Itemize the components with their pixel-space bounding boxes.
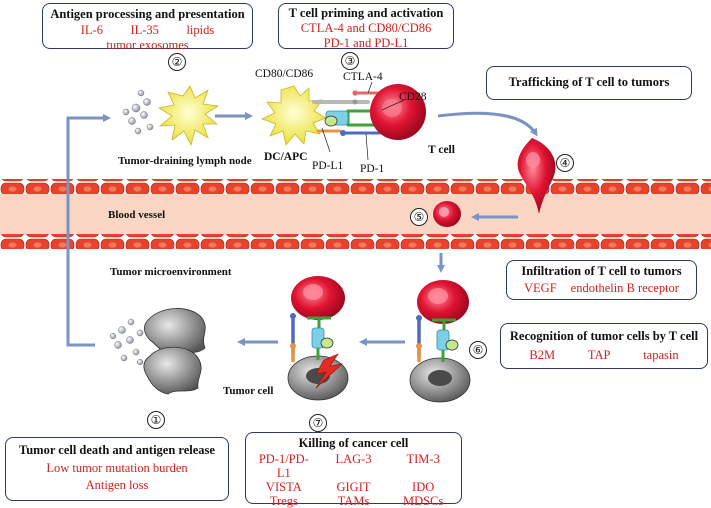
label-cd80-cd86: CD80/CD86 — [255, 68, 314, 80]
factor-item: PD-1 and PD-L1 — [323, 36, 409, 50]
box-title: Trafficking of T cell to tumors — [508, 75, 670, 89]
label-t-cell: T cell — [428, 144, 455, 156]
box-title: Antigen processing and presentation — [50, 7, 245, 21]
blood-vessel — [0, 179, 711, 249]
step-number-1: ① — [147, 411, 165, 429]
factor-item: LAG-3 — [335, 452, 372, 466]
label-cd28: CD28 — [399, 91, 427, 103]
lightning-bolt-icon — [315, 353, 343, 389]
factor-item: VISTA — [265, 480, 302, 494]
box-t-cell-priming: T cell priming and activation CTLA-4 and… — [278, 3, 454, 50]
box-title: Killing of cancer cell — [298, 436, 409, 450]
dendritic-cell-lymph — [157, 85, 220, 147]
factor-item: Low tumor mutation burden — [46, 461, 188, 475]
step-number-6: ⑥ — [469, 341, 487, 359]
box-recognition: Recognition of tumor cells by T cell B2M… — [500, 323, 708, 369]
factor-item: IDO — [412, 480, 435, 494]
step-number-2: ② — [168, 53, 186, 71]
factor-item: IL-6 — [80, 23, 103, 37]
factor-item: TAP — [587, 348, 611, 362]
label-ctla4: CTLA-4 — [343, 71, 383, 83]
cycle-arrows — [66, 111, 538, 347]
factor-item: TIM-3 — [406, 452, 440, 466]
t-cell-infiltrating — [433, 201, 461, 227]
label-lymph-node: Tumor-draining lymph node — [118, 155, 252, 167]
step-number-4: ④ — [556, 154, 574, 172]
factor-item: lipids — [186, 23, 215, 37]
factor-item: Tregs — [269, 494, 298, 508]
label-blood-vessel: Blood vessel — [108, 209, 166, 221]
factor-item: B2M — [529, 348, 556, 362]
factor-item: MDSCs — [403, 494, 444, 508]
step-number-3: ③ — [341, 52, 359, 70]
factor-item: PD-1/PD-L1 — [258, 452, 309, 480]
box-infiltration: Infiltration of T cell to tumors VEGF en… — [506, 260, 697, 300]
leader-lines — [321, 81, 405, 161]
t-cell-trafficking — [517, 138, 556, 214]
box-title: Infiltration of T cell to tumors — [521, 264, 682, 278]
dendritic-cell-apc — [260, 85, 327, 146]
box-killing: Killing of cancer cell PD-1/PD-L1 LAG-3 … — [245, 432, 462, 508]
factor-item: Antigen loss — [85, 478, 149, 492]
label-pd-l1: PD-L1 — [312, 160, 344, 172]
killing-synapse — [287, 276, 349, 401]
factor-item: tumor exosomes — [106, 38, 189, 52]
box-title: Tumor cell death and antigen release — [19, 443, 215, 457]
factor-item: GIGIT — [336, 480, 371, 494]
factor-item: TAMs — [337, 494, 370, 508]
label-tumor-microenvironment: Tumor microenvironment — [110, 266, 232, 278]
box-title: Recognition of tumor cells by T cell — [509, 329, 699, 343]
label-pd-1: PD-1 — [360, 163, 385, 175]
receptor-ligand-pairs — [312, 90, 382, 136]
factor-item: tapasin — [643, 348, 679, 362]
step-number-7: ⑦ — [309, 414, 327, 432]
recognition-synapse — [409, 280, 471, 403]
factor-item: CTLA-4 and CD80/CD86 — [300, 21, 432, 35]
factor-item: VEGF — [524, 281, 557, 295]
factor-item: endothelin B receptor — [570, 281, 679, 295]
box-title: T cell priming and activation — [288, 6, 444, 20]
box-tumor-cell-death: Tumor cell death and antigen release Low… — [5, 437, 229, 501]
box-trafficking: Trafficking of T cell to tumors — [486, 66, 692, 100]
dying-tumor-cells — [109, 308, 206, 395]
box-antigen-processing: Antigen processing and presentation IL-6… — [42, 3, 253, 52]
antigen-particles — [122, 89, 154, 135]
label-dc-apc: DC/APC — [264, 151, 308, 163]
step-number-5: ⑤ — [410, 208, 428, 226]
label-tumor-cell: Tumor cell — [223, 385, 274, 397]
factor-item: IL-35 — [130, 23, 159, 37]
